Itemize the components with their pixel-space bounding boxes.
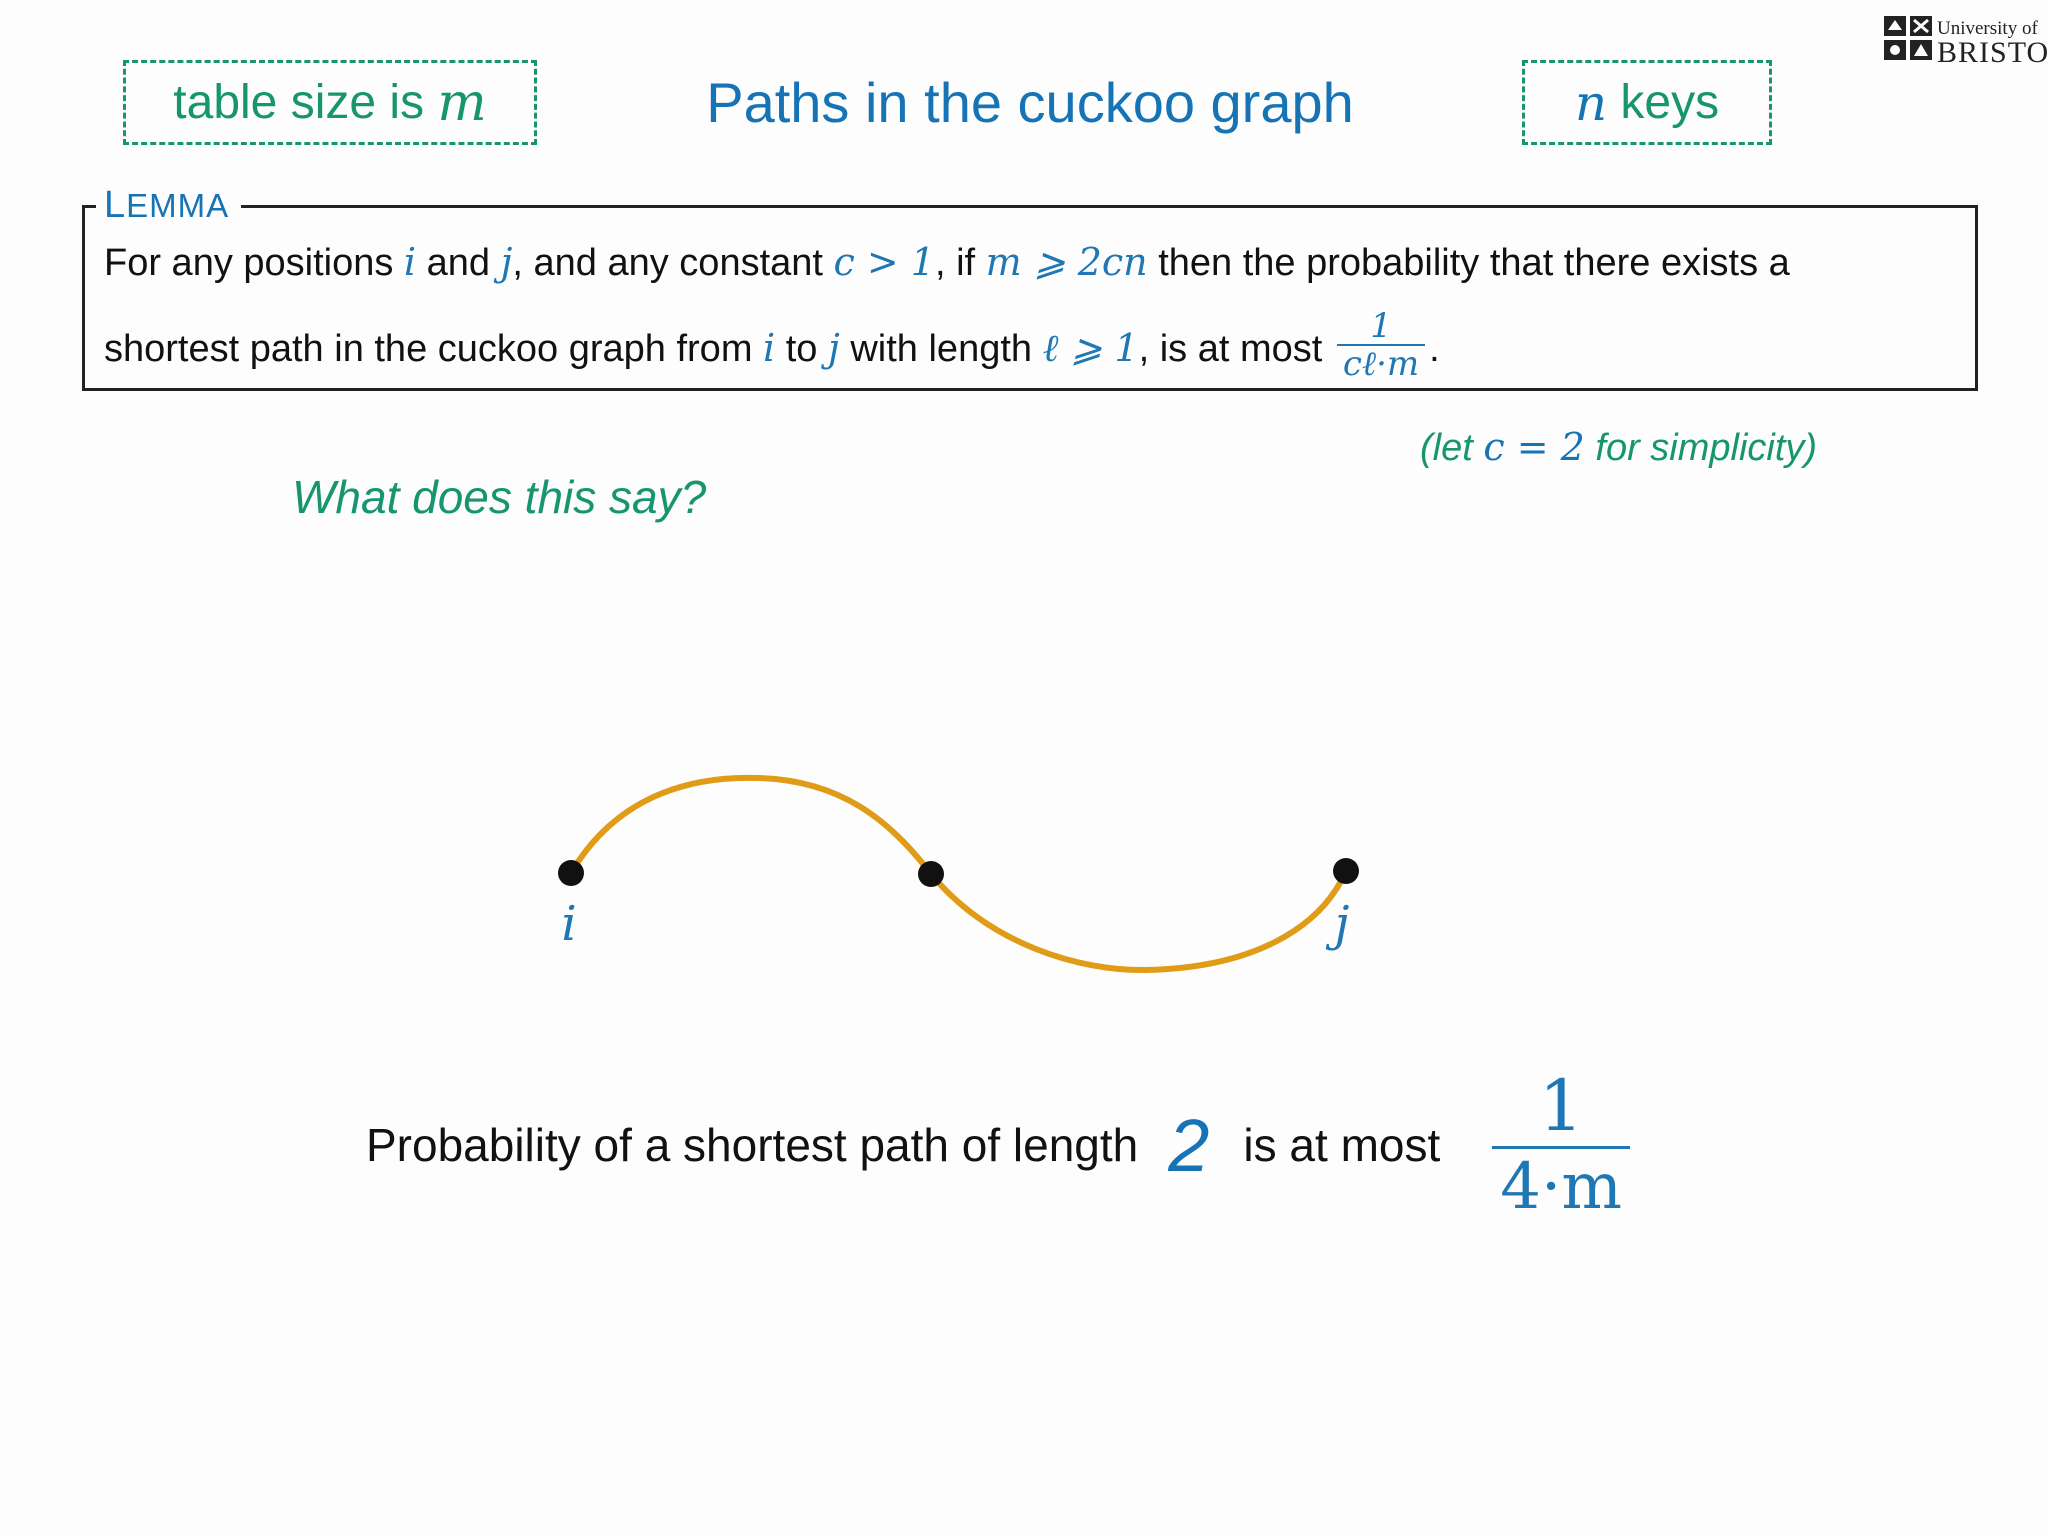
lemma-l2-math-length: ℓ ⩾ 1 — [1042, 326, 1139, 371]
lemma-l1-text-4: , if — [934, 242, 986, 284]
path-node-end — [1333, 858, 1359, 884]
simplicity-hint: (let c = 2 for simplicity) — [1420, 425, 1817, 470]
path-node-start — [558, 860, 584, 886]
lemma-heading-initial: L — [104, 184, 127, 226]
lemma-l2-text-2: to — [775, 328, 828, 371]
bottom-path-length: 2 — [1168, 1103, 1210, 1187]
lemma-l1-math-j: j — [500, 240, 513, 284]
question-text: What does this say? — [292, 471, 707, 523]
lemma-l1-math-condition: m ⩾ 2cn — [985, 240, 1148, 284]
lemma-l1-text-3: , and any constant — [512, 242, 834, 284]
bottom-text-1: Probability of a shortest path of length — [366, 1119, 1139, 1171]
node-label-i: i — [561, 896, 576, 952]
path-edge-2 — [928, 869, 1349, 974]
lemma-l1-text-2: and — [416, 242, 501, 284]
lemma-l2-text-5: . — [1429, 328, 1440, 371]
lemma-l2-math-j: j — [828, 326, 840, 371]
lemma-l2-text-3: with length — [839, 328, 1043, 371]
hint-math: c = 2 — [1483, 425, 1585, 469]
lemma-l1-math-constant: c > 1 — [833, 240, 935, 284]
table-size-var: m — [437, 72, 487, 133]
path-edge-1 — [568, 774, 934, 876]
lemma-box — [82, 205, 1978, 391]
lemma-l2-math-i: i — [763, 326, 776, 371]
node-label-j: j — [1326, 896, 1350, 952]
hint-prefix: (let — [1420, 427, 1484, 469]
table-size-box: table size is m — [123, 60, 537, 145]
lemma-fraction-numerator: 1 — [1370, 306, 1392, 346]
bottom-text-2: is at most — [1243, 1119, 1441, 1171]
logo-line-1: University of — [1937, 18, 2038, 39]
bottom-statement: Probability of a shortest path of length… — [366, 1066, 1630, 1224]
table-size-label: table size is — [173, 76, 425, 129]
lemma-l2-text-1: shortest path in the cuckoo graph from — [104, 328, 764, 371]
page-title: Paths in the cuckoo graph — [706, 71, 1354, 134]
bottom-fraction-numerator: 1 — [1538, 1064, 1584, 1147]
hint-suffix: for simplicity) — [1584, 427, 1818, 469]
keys-label: keys — [1620, 76, 1720, 129]
lemma-text-line-1: For any positions i and j, and any const… — [104, 240, 1790, 285]
lemma-l1-text-1: For any positions — [104, 242, 404, 284]
lemma-l1-math-i: i — [403, 240, 417, 284]
keys-var: n — [1574, 73, 1608, 132]
lemma-text-line-2: shortest path in the cuckoo graph from i… — [104, 308, 1440, 388]
lemma-fraction-denominator: cℓ·m — [1336, 344, 1426, 382]
bottom-probability-fraction: 1 4·m — [1492, 1066, 1630, 1225]
path-node-middle — [918, 861, 944, 887]
lemma-heading-rest: EMMA — [126, 187, 230, 224]
bottom-fraction-denominator: 4·m — [1492, 1145, 1630, 1225]
crest-icon — [1884, 16, 1932, 60]
keys-box: n keys — [1522, 60, 1772, 145]
lemma-l1-text-5: then the probability that there exists a — [1147, 242, 1790, 284]
lemma-heading: LEMMA — [96, 184, 242, 227]
lemma-l2-text-4: , is at most — [1138, 328, 1333, 371]
